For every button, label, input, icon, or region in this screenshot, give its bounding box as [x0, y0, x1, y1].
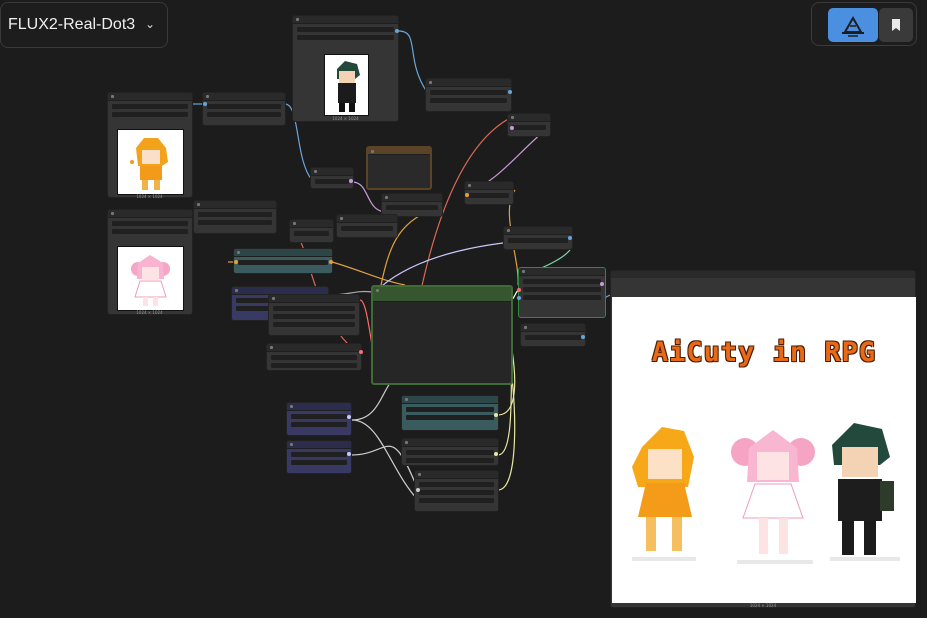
graph-node[interactable] — [401, 438, 499, 466]
output-slot[interactable] — [568, 236, 572, 240]
bookmark-icon — [892, 19, 900, 31]
graph-node[interactable] — [425, 78, 512, 112]
output-slot[interactable] — [494, 413, 498, 417]
graph-node[interactable] — [266, 343, 362, 371]
load-image-node-1[interactable] — [292, 15, 399, 122]
note-node[interactable] — [366, 146, 432, 190]
output-slot[interactable] — [347, 415, 351, 419]
output-slot[interactable] — [494, 452, 498, 456]
graph-node[interactable] — [202, 92, 286, 126]
graph-node[interactable] — [414, 470, 499, 512]
input-slot[interactable] — [517, 296, 521, 300]
preview-image-node[interactable]: AiCuty in RPG — [610, 270, 916, 608]
workflow-name-dropdown[interactable]: FLUX2-Real-Dot3 ⌄ — [0, 2, 168, 48]
graph-node[interactable] — [289, 219, 334, 243]
character-yellow — [632, 427, 696, 561]
graph-node-teal[interactable] — [401, 395, 499, 431]
graph-node[interactable] — [336, 214, 398, 238]
image-size-caption-2: 1024 × 1024 — [136, 194, 163, 199]
output-slot[interactable] — [347, 452, 351, 456]
input-slot[interactable] — [359, 350, 363, 354]
sampler-node[interactable] — [371, 285, 513, 385]
graph-node[interactable] — [520, 323, 586, 347]
input-slot[interactable] — [203, 102, 207, 106]
graph-node[interactable] — [310, 167, 354, 189]
preview-size-caption: 1024 × 1024 — [749, 603, 777, 608]
image-thumbnail-2 — [117, 129, 184, 195]
graph-node[interactable] — [193, 200, 277, 234]
output-slot[interactable] — [581, 335, 585, 339]
graph-node-teal[interactable] — [233, 248, 333, 274]
generated-image-preview: AiCuty in RPG — [612, 297, 916, 603]
output-slot[interactable] — [349, 179, 353, 183]
graph-node[interactable] — [507, 113, 551, 137]
image-thumbnail-1 — [324, 54, 369, 116]
image-thumbnail-3 — [117, 246, 184, 311]
input-slot[interactable] — [416, 488, 420, 492]
image-size-caption-3: 1024 × 1024 — [136, 310, 163, 315]
graph-node-indigo[interactable] — [286, 402, 352, 436]
character-green-hair — [830, 423, 900, 561]
graph-node[interactable] — [464, 181, 514, 205]
graph-node-indigo[interactable] — [286, 440, 352, 474]
output-slot[interactable] — [395, 29, 399, 33]
input-slot[interactable] — [234, 260, 238, 264]
input-slot[interactable] — [465, 193, 469, 197]
bookmark-button[interactable] — [879, 8, 913, 42]
graph-node[interactable] — [268, 294, 360, 336]
workflow-name: FLUX2-Real-Dot3 — [8, 16, 136, 33]
character-pink — [731, 430, 815, 564]
app-logo-icon — [842, 15, 864, 37]
preview-image-title: AiCuty in RPG — [651, 337, 877, 368]
top-right-toolbar — [811, 2, 917, 46]
input-slot[interactable] — [517, 288, 521, 292]
output-slot[interactable] — [600, 282, 604, 286]
graph-node[interactable] — [381, 193, 443, 217]
image-size-caption-1: 1024 × 1024 — [332, 116, 359, 121]
output-slot[interactable] — [508, 90, 512, 94]
graph-node[interactable] — [503, 226, 573, 250]
chevron-down-icon: ⌄ — [144, 17, 155, 31]
output-slot[interactable] — [329, 260, 333, 264]
graph-node-selected[interactable] — [518, 267, 606, 318]
app-logo-button[interactable] — [828, 8, 878, 42]
input-slot[interactable] — [510, 126, 514, 130]
